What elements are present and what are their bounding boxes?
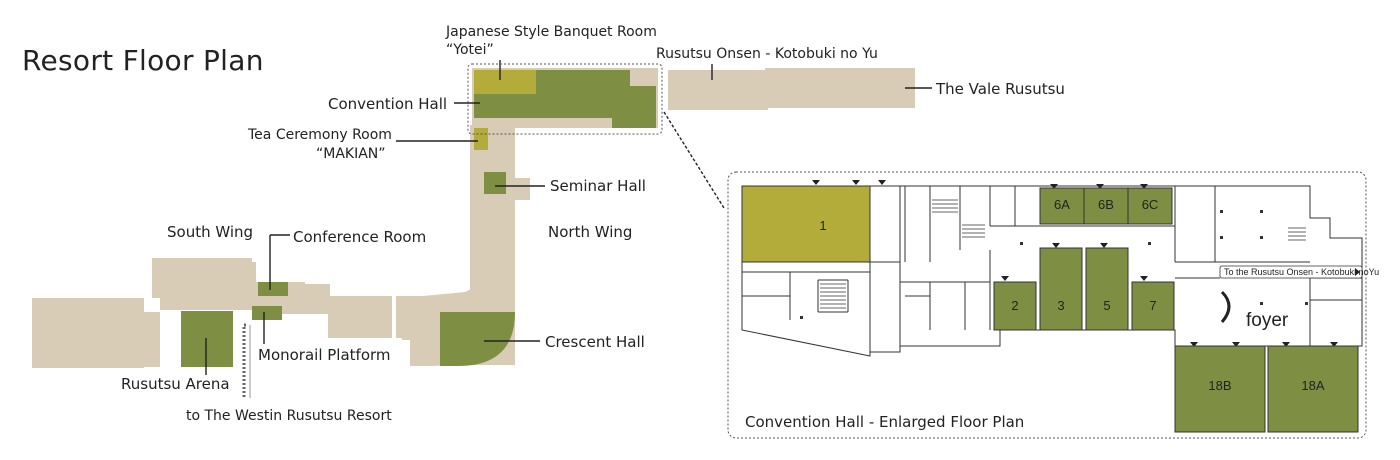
map-labels: Japanese Style Banquet Room “Yotei” Rusu… bbox=[121, 24, 1065, 424]
label-arena: Rusutsu Arena bbox=[121, 375, 230, 393]
banquet-room-yotei[interactable] bbox=[474, 70, 536, 94]
seminar-hall-room[interactable] bbox=[484, 172, 506, 194]
room-18b[interactable] bbox=[1174, 345, 1266, 433]
room-2-label: 2 bbox=[1011, 298, 1018, 313]
label-convention-hall: Convention Hall bbox=[328, 95, 447, 113]
room-18b-label: 18B bbox=[1208, 378, 1231, 393]
to-onsen-tag[interactable] bbox=[1219, 265, 1363, 279]
conference-room[interactable] bbox=[258, 282, 288, 296]
rusutsu-arena-room[interactable] bbox=[181, 311, 233, 367]
monorail-platform-room[interactable] bbox=[252, 306, 282, 320]
label-westin: to The Westin Rusutsu Resort bbox=[186, 408, 392, 424]
enlarged-columns bbox=[800, 210, 1308, 319]
room-6c-label: 6C bbox=[1142, 197, 1159, 212]
label-south-wing: South Wing bbox=[167, 223, 253, 241]
label-monorail: Monorail Platform bbox=[258, 346, 391, 364]
enlarged-caption: Convention Hall - Enlarged Floor Plan bbox=[745, 413, 1024, 431]
enlarged-door-markers bbox=[812, 180, 1338, 347]
room-2[interactable] bbox=[993, 281, 1037, 331]
label-onsen: Rusutsu Onsen - Kotobuki no Yu bbox=[656, 46, 878, 62]
rooms bbox=[181, 70, 656, 367]
room-1[interactable] bbox=[741, 185, 871, 263]
page-title: Resort Floor Plan bbox=[22, 44, 264, 77]
room-6a[interactable] bbox=[1039, 187, 1085, 225]
convention-hall-room[interactable] bbox=[474, 70, 656, 128]
enlarged-outer-wall bbox=[741, 185, 1363, 357]
building-footprint bbox=[32, 68, 915, 368]
room-1-label: 1 bbox=[819, 218, 826, 233]
room-6c[interactable] bbox=[1127, 187, 1173, 225]
room-7[interactable] bbox=[1131, 281, 1175, 331]
enlarged-stairs bbox=[820, 199, 1306, 309]
arrow-right-icon bbox=[1355, 268, 1360, 276]
label-banquet-line2: “Yotei” bbox=[446, 42, 494, 58]
room-6b-label: 6B bbox=[1098, 197, 1114, 212]
leader-lines bbox=[205, 60, 932, 375]
convention-hall-highlight bbox=[467, 63, 663, 135]
room-6a-label: 6A bbox=[1054, 197, 1070, 212]
label-banquet-line1: Japanese Style Banquet Room bbox=[445, 24, 657, 40]
tea-ceremony-room[interactable] bbox=[474, 128, 488, 150]
label-vale: The Vale Rusutsu bbox=[935, 80, 1065, 98]
label-tea-line1: Tea Ceremony Room bbox=[247, 127, 392, 143]
foyer-label: foyer bbox=[1246, 310, 1289, 331]
room-7-label: 7 bbox=[1149, 298, 1156, 313]
room-5[interactable] bbox=[1085, 247, 1129, 331]
label-north-wing: North Wing bbox=[548, 223, 632, 241]
to-onsen-label: To the Rusutsu Onsen - Kotobuki noYu bbox=[1224, 267, 1379, 277]
westin-path bbox=[242, 323, 246, 398]
label-crescent-hall: Crescent Hall bbox=[545, 333, 645, 351]
room-3-label: 3 bbox=[1057, 298, 1064, 313]
enlarged-floor-plan: 1 6A 6B 6C 2 3 5 7 18B 18A foyer To the … bbox=[727, 171, 1379, 439]
label-tea-line2: “MAKIAN” bbox=[316, 146, 386, 162]
room-5-label: 5 bbox=[1103, 298, 1110, 313]
label-seminar-hall: Seminar Hall bbox=[550, 177, 646, 195]
label-conference-room: Conference Room bbox=[293, 228, 426, 246]
crescent-hall-room[interactable] bbox=[440, 312, 515, 366]
room-3[interactable] bbox=[1039, 247, 1083, 331]
room-18a-label: 18A bbox=[1301, 378, 1324, 393]
room-18a[interactable] bbox=[1267, 345, 1359, 433]
foyer-entrance-arc bbox=[1220, 290, 1231, 323]
